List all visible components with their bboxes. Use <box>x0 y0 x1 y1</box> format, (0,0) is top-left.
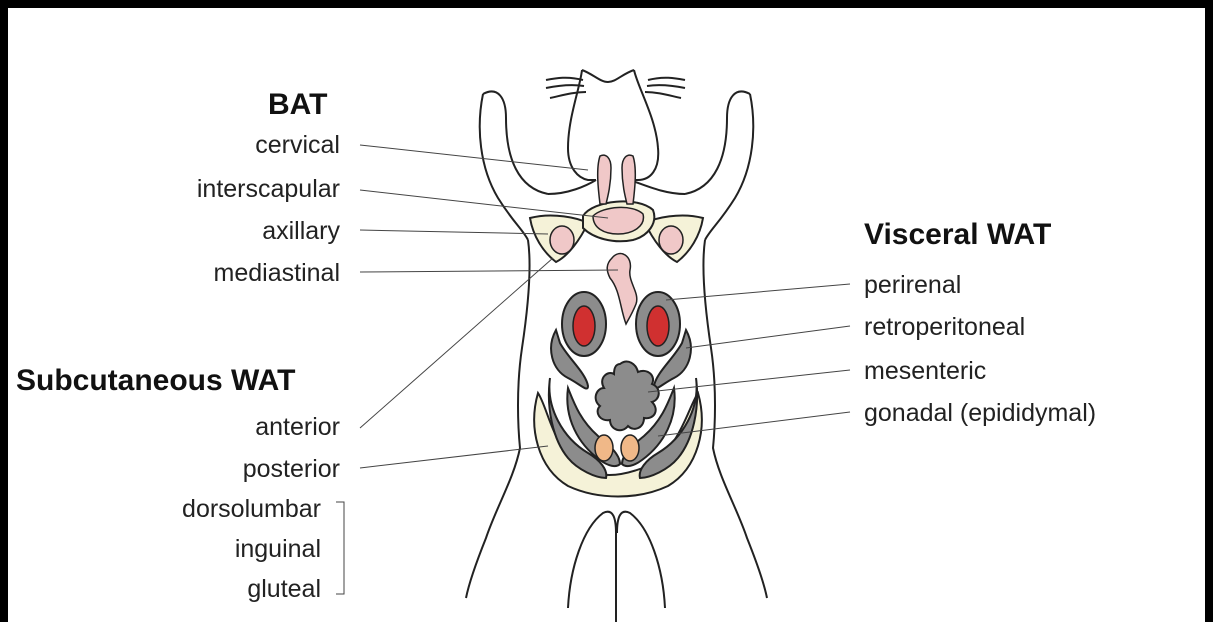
label-inguinal: inguinal <box>235 534 321 564</box>
label-gluteal: gluteal <box>247 574 321 604</box>
label-gonadal: gonadal (epididymal) <box>864 398 1096 428</box>
label-retroperitoneal: retroperitoneal <box>864 312 1025 342</box>
label-perirenal: perirenal <box>864 270 961 300</box>
mouse-outline <box>466 70 767 622</box>
label-dorsolumbar: dorsolumbar <box>182 494 321 524</box>
mediastinal-bat <box>607 254 637 324</box>
subcutaneous-heading: Subcutaneous WAT <box>16 364 295 398</box>
label-cervical: cervical <box>255 130 340 160</box>
label-interscapular: interscapular <box>197 174 340 204</box>
mesenteric-wat <box>596 362 659 431</box>
label-axillary: axillary <box>262 216 340 246</box>
label-posterior: posterior <box>243 454 340 484</box>
label-mesenteric: mesenteric <box>864 356 986 386</box>
mouse-diagram <box>8 8 1205 622</box>
cervical-bat <box>598 155 636 204</box>
bat-heading: BAT <box>268 88 327 122</box>
interscapular-bat <box>583 201 654 241</box>
label-anterior: anterior <box>255 412 340 442</box>
visceral-heading: Visceral WAT <box>864 218 1051 252</box>
label-mediastinal: mediastinal <box>214 258 340 288</box>
